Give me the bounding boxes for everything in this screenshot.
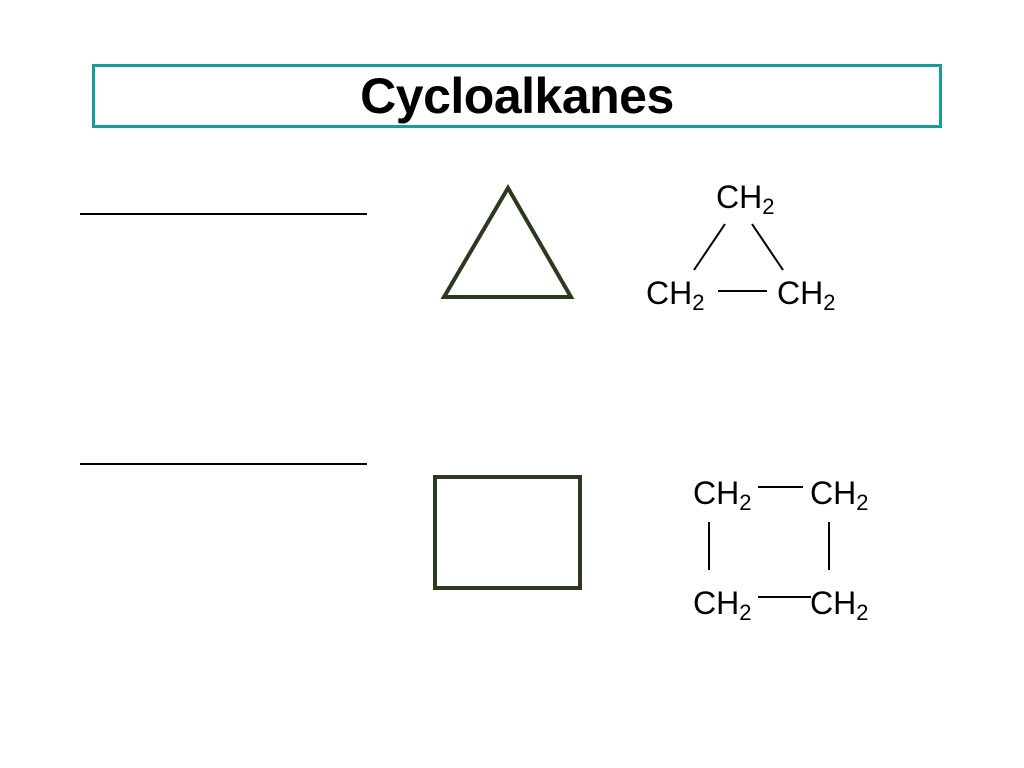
square-outline	[433, 475, 582, 590]
cyclopropane-triangle	[440, 184, 575, 299]
triangle-outline	[440, 184, 575, 299]
answer-blank-1	[80, 213, 367, 215]
cyclopropane-group-top: CH2	[716, 179, 775, 219]
cyclobutane-group-bottom-left: CH2	[693, 585, 752, 625]
slide-title: Cycloalkanes	[360, 68, 674, 124]
cyclobutane-group-top-right: CH2	[810, 475, 869, 515]
answer-blank-2	[80, 463, 367, 465]
title-box: Cycloalkanes	[92, 64, 942, 128]
cyclobutane-group-bottom-right: CH2	[810, 585, 869, 625]
cyclobutane-square	[433, 475, 582, 590]
bond-top-left	[693, 223, 726, 271]
cyclobutane-group-top-left: CH2	[693, 475, 752, 515]
cyclopropane-group-right: CH2	[777, 275, 836, 315]
cyclopropane-group-left: CH2	[646, 275, 705, 315]
bond-top-right	[751, 223, 784, 271]
